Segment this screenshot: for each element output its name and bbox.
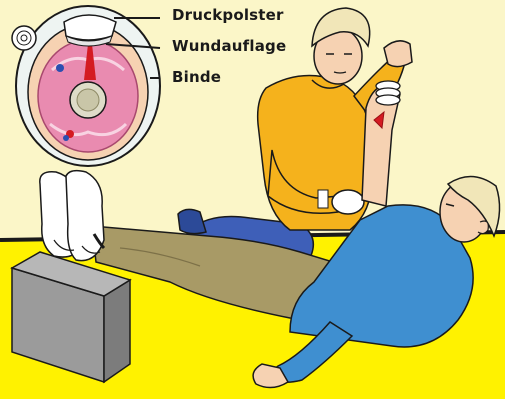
bandage-roll — [12, 26, 36, 50]
bone-marrow — [77, 89, 99, 111]
helper-raised-hand — [384, 41, 412, 67]
label-bandage: Binde — [172, 68, 221, 86]
label-pressure-pad: Druckpolster — [172, 6, 284, 24]
patient-shoes — [40, 171, 104, 261]
label-wound-dressing: Wundauflage — [172, 37, 286, 55]
pressure-pad — [64, 15, 116, 40]
helper-wristband — [318, 190, 328, 208]
vein-icon — [56, 64, 64, 72]
box-side — [104, 280, 130, 382]
wrist-bandage — [376, 81, 400, 105]
vein-icon-2 — [63, 135, 69, 141]
helper-left-hand — [332, 190, 364, 214]
